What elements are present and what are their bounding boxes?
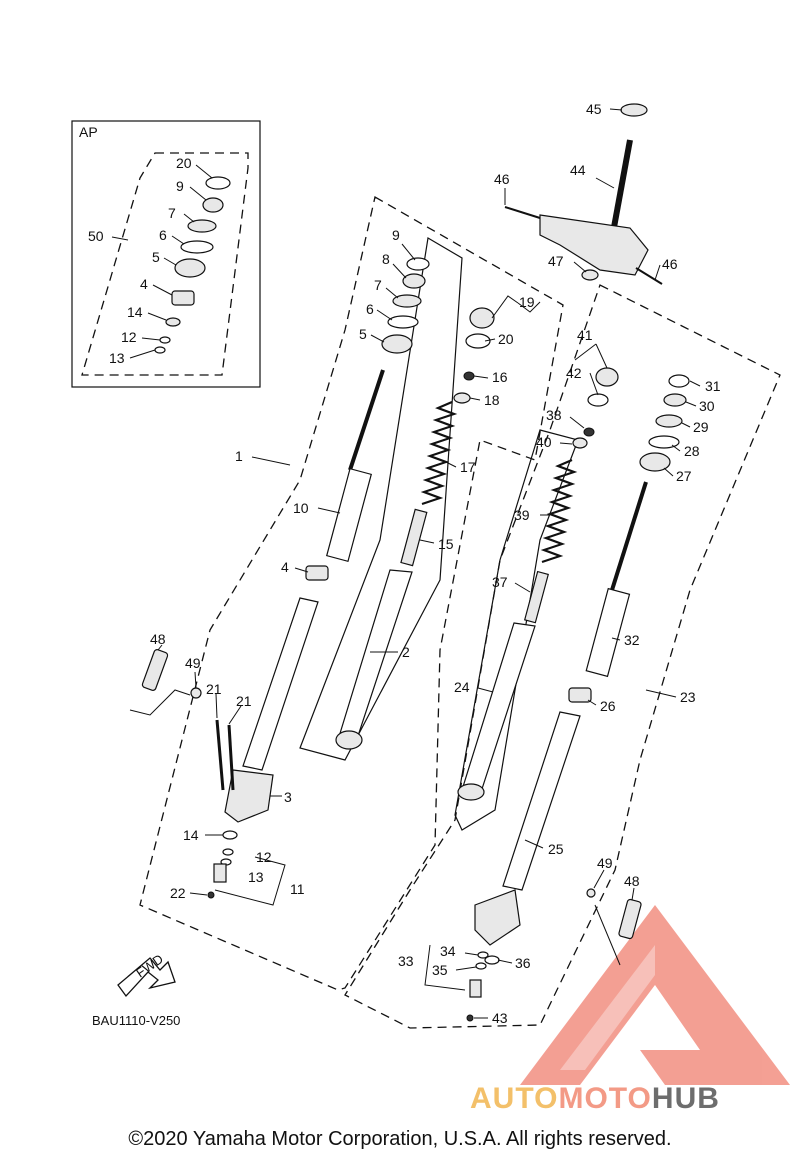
part-label: 8	[382, 251, 390, 267]
inset-label: 7	[168, 205, 176, 221]
left-fork-assembly-boundary	[139, 195, 564, 991]
part-label: 31	[705, 378, 721, 394]
part-label: 49	[597, 855, 613, 871]
right-fork-top-parts	[457, 103, 690, 1022]
part-label: 25	[548, 841, 564, 857]
part-label: 17	[460, 459, 476, 475]
part-label: 48	[624, 873, 640, 889]
part-label: 29	[693, 419, 709, 435]
inset-label: 14	[127, 304, 143, 320]
part-label: 37	[492, 574, 508, 590]
part-label: 1	[235, 448, 243, 464]
part-label: 15	[438, 536, 454, 552]
part-label: 19	[519, 294, 535, 310]
inset-label: 6	[159, 227, 167, 243]
part-label: 27	[676, 468, 692, 484]
part-label: 26	[600, 698, 616, 714]
part-label: 21	[236, 693, 252, 709]
part-label: 13	[248, 869, 264, 885]
inset-label: 9	[176, 178, 184, 194]
part-label: 33	[398, 953, 414, 969]
part-label: 44	[570, 162, 586, 178]
part-label: 43	[492, 1010, 508, 1026]
part-label: 21	[206, 681, 222, 697]
part-label: 10	[293, 500, 309, 516]
part-label: 20	[498, 331, 514, 347]
part-label: 41	[577, 327, 593, 343]
part-label: 38	[546, 407, 562, 423]
part-label: 7	[374, 277, 382, 293]
part-label: 42	[566, 365, 582, 381]
part-label: 45	[586, 101, 602, 117]
part-label: 32	[624, 632, 640, 648]
part-label: 40	[536, 434, 552, 450]
inset-label: 13	[109, 350, 125, 366]
part-label: 28	[684, 443, 700, 459]
part-label: 46	[662, 256, 678, 272]
part-label: 30	[699, 398, 715, 414]
part-label: 3	[284, 789, 292, 805]
part-label: 46	[494, 171, 510, 187]
part-label: 16	[492, 369, 508, 385]
part-label: 48	[150, 631, 166, 647]
inset-label: 20	[176, 155, 192, 171]
part-label: 2	[402, 644, 410, 660]
watermark-brand: AUTOMOTOHUB	[470, 1082, 720, 1115]
part-label: 34	[440, 943, 456, 959]
part-number-labels: 20 9 7 6 5 4 14 12 13 50 9 8 7 6 5 1 10 …	[88, 101, 721, 1026]
right-fork-assembly-boundary	[344, 284, 781, 1029]
left-fork-top-parts	[129, 257, 495, 899]
inset-label: 12	[121, 329, 137, 345]
inset-box-title: AP	[79, 124, 98, 140]
part-label: 6	[366, 301, 374, 317]
leader-lines	[157, 108, 701, 1019]
watermark-logo	[520, 905, 790, 1085]
part-label: 39	[514, 507, 530, 523]
part-label: 4	[281, 559, 289, 575]
part-label: 35	[432, 962, 448, 978]
part-label: 18	[484, 392, 500, 408]
part-label: 22	[170, 885, 186, 901]
inset-label: 50	[88, 228, 104, 244]
part-label: 49	[185, 655, 201, 671]
inset-label: 4	[140, 276, 148, 292]
fwd-arrow-icon: FWD	[117, 951, 176, 998]
part-label: 11	[290, 881, 305, 897]
part-label: 36	[515, 955, 531, 971]
part-label: 9	[392, 227, 400, 243]
copyright-notice: ©2020 Yamaha Motor Corporation, U.S.A. A…	[128, 1128, 672, 1150]
part-label: 14	[183, 827, 199, 843]
inset-box-ap: AP	[71, 120, 261, 388]
part-label: 23	[680, 689, 696, 705]
part-label: 24	[454, 679, 470, 695]
part-label: 5	[359, 326, 367, 342]
diagram-code: BAU1110-V250	[92, 1013, 180, 1028]
inset-label: 5	[152, 249, 160, 265]
part-label: 47	[548, 253, 564, 269]
part-label: 12	[256, 849, 272, 865]
